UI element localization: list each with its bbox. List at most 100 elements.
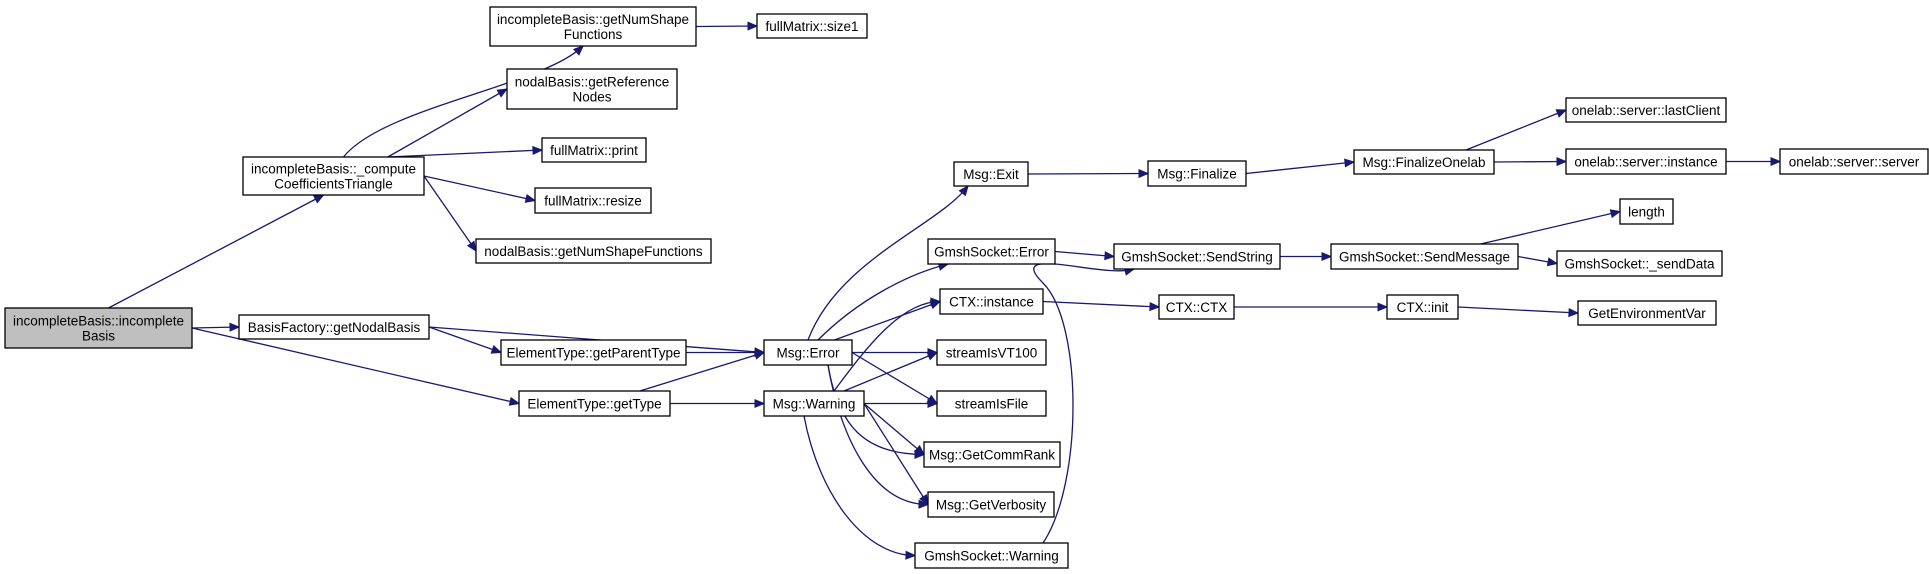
- arrowhead: [753, 350, 766, 360]
- arrowhead: [496, 88, 509, 98]
- edge-msgWarning-to-streamVT100: [843, 351, 939, 392]
- node-lastClient[interactable]: onelab::server::lastClient: [1565, 97, 1727, 123]
- node-resize[interactable]: fullMatrix::resize: [534, 187, 652, 214]
- node-srvInstance[interactable]: onelab::server::instance: [1565, 148, 1727, 175]
- node-print[interactable]: fullMatrix::print: [541, 137, 647, 163]
- node-label: onelab::server::lastClient: [1572, 103, 1721, 118]
- arrowhead: [1104, 251, 1116, 261]
- node-label: fullMatrix::resize: [544, 194, 642, 209]
- arrowhead: [1555, 109, 1568, 118]
- node-commRank[interactable]: Msg::GetCommRank: [923, 441, 1061, 468]
- edge-line: [817, 263, 949, 341]
- node-box: [506, 68, 678, 110]
- nodes-layer: incompleteBasis::incompleteBasisincomple…: [4, 6, 1929, 569]
- node-box: [534, 187, 652, 214]
- node-box: [4, 307, 193, 349]
- node-finalizeOnelab[interactable]: Msg::FinalizeOnelab: [1353, 149, 1495, 175]
- node-box: [1779, 148, 1929, 175]
- edge-finalize-to-finalizeOnelab: [1245, 158, 1356, 175]
- arrowhead: [754, 398, 766, 409]
- node-label: streamIsVT100: [946, 346, 1038, 361]
- node-label: CoefficientsTriangle: [274, 177, 393, 192]
- node-gsError[interactable]: GmshSocket::Error: [927, 238, 1056, 265]
- node-ctxInstance[interactable]: CTX::instance: [939, 288, 1044, 315]
- edge-line: [843, 351, 938, 392]
- node-box: [1565, 148, 1727, 175]
- node-getNumShapeFns[interactable]: incompleteBasis::getNumShapeFunctions: [489, 6, 697, 47]
- node-ctxCtx[interactable]: CTX::CTX: [1158, 294, 1235, 320]
- edge-ctxCtx-to-ctxInit: [1234, 302, 1389, 312]
- node-length[interactable]: length: [1619, 198, 1674, 225]
- edge-line: [1493, 160, 1567, 163]
- node-gsWarning[interactable]: GmshSocket::Warning: [914, 542, 1069, 569]
- edge-root-to-getType: [191, 327, 521, 406]
- node-getParentType[interactable]: ElementType::getParentType: [500, 339, 687, 366]
- node-label: onelab::server::instance: [1574, 155, 1717, 170]
- node-ctxInit[interactable]: CTX::init: [1386, 294, 1459, 320]
- node-label: CTX::CTX: [1166, 300, 1228, 315]
- node-msgExit[interactable]: Msg::Exit: [953, 161, 1029, 187]
- node-label: CTX::instance: [949, 295, 1034, 310]
- node-computeCoeff[interactable]: incompleteBasis::_computeCoefficientsTri…: [242, 156, 425, 196]
- node-box: [1158, 294, 1235, 320]
- node-sendString[interactable]: GmshSocket::SendString: [1113, 243, 1281, 270]
- arrowhead: [312, 194, 325, 204]
- node-msgError[interactable]: Msg::Error: [763, 339, 853, 366]
- arrowhead: [229, 322, 241, 332]
- edge-line: [1042, 300, 1160, 308]
- node-getEnvVar[interactable]: GetEnvironmentVar: [1577, 300, 1717, 326]
- arrowhead: [1344, 158, 1356, 168]
- node-root[interactable]: incompleteBasis::incompleteBasis: [4, 307, 193, 349]
- node-label: length: [1628, 205, 1665, 220]
- edge-computeCoeff-to-nodalGetNumShape: [423, 175, 477, 253]
- node-label: Msg::Warning: [773, 397, 856, 412]
- node-box: [475, 238, 712, 264]
- node-box: [1565, 97, 1727, 123]
- node-streamFile[interactable]: streamIsFile: [936, 390, 1047, 417]
- node-label: fullMatrix::print: [550, 143, 638, 158]
- edge-ctxInit-to-getEnvVar: [1457, 306, 1580, 318]
- node-box: [238, 314, 430, 340]
- node-box: [927, 238, 1056, 265]
- node-box: [927, 491, 1055, 518]
- node-sendData[interactable]: GmshSocket::_sendData: [1556, 250, 1723, 277]
- node-box: [1556, 250, 1723, 277]
- node-box: [914, 542, 1069, 569]
- edge-finalizeOnelab-to-srvInstance: [1493, 157, 1568, 167]
- node-finalize[interactable]: Msg::Finalize: [1147, 160, 1247, 187]
- edge-line: [833, 300, 941, 392]
- node-label: incompleteBasis::incomplete: [13, 314, 184, 329]
- edge-line: [1033, 263, 1135, 544]
- edge-gsError-to-sendString: [1054, 250, 1116, 261]
- arrowhead: [1609, 209, 1622, 219]
- node-size1[interactable]: fullMatrix::size1: [756, 13, 868, 39]
- node-streamVT100[interactable]: streamIsVT100: [936, 339, 1047, 366]
- node-box: [1147, 160, 1247, 187]
- node-box: [756, 13, 868, 39]
- node-verbosity[interactable]: Msg::GetVerbosity: [927, 491, 1055, 518]
- arrowhead: [919, 494, 929, 506]
- node-getType[interactable]: ElementType::getType: [518, 390, 671, 417]
- edge-msgError-to-verbosity: [827, 364, 930, 509]
- node-label: Msg::Error: [776, 346, 840, 361]
- arrowhead: [1770, 156, 1782, 167]
- node-label: incompleteBasis::getNumShape: [497, 12, 689, 27]
- node-msgWarning[interactable]: Msg::Warning: [763, 390, 865, 417]
- edge-msgWarning-to-ctxInstance: [833, 297, 942, 392]
- node-label: Msg::GetVerbosity: [936, 498, 1047, 513]
- edge-sendMessage-to-sendData: [1517, 255, 1559, 267]
- node-srvServer[interactable]: onelab::server::server: [1779, 148, 1929, 175]
- node-sendMessage[interactable]: GmshSocket::SendMessage: [1330, 243, 1519, 270]
- node-nodalGetNumShape[interactable]: nodalBasis::getNumShapeFunctions: [475, 238, 712, 264]
- node-getNodalBasis[interactable]: BasisFactory::getNodalBasis: [238, 314, 430, 340]
- edge-root-to-computeCoeff: [108, 194, 325, 309]
- edge-line: [695, 25, 758, 28]
- node-box: [242, 156, 425, 196]
- arrowhead: [1149, 302, 1161, 312]
- node-box: [953, 161, 1029, 187]
- edge-msgError-to-streamFile: [851, 351, 939, 405]
- edge-line: [803, 415, 916, 557]
- node-label: ElementType::getType: [527, 397, 661, 412]
- arrowhead: [913, 444, 925, 456]
